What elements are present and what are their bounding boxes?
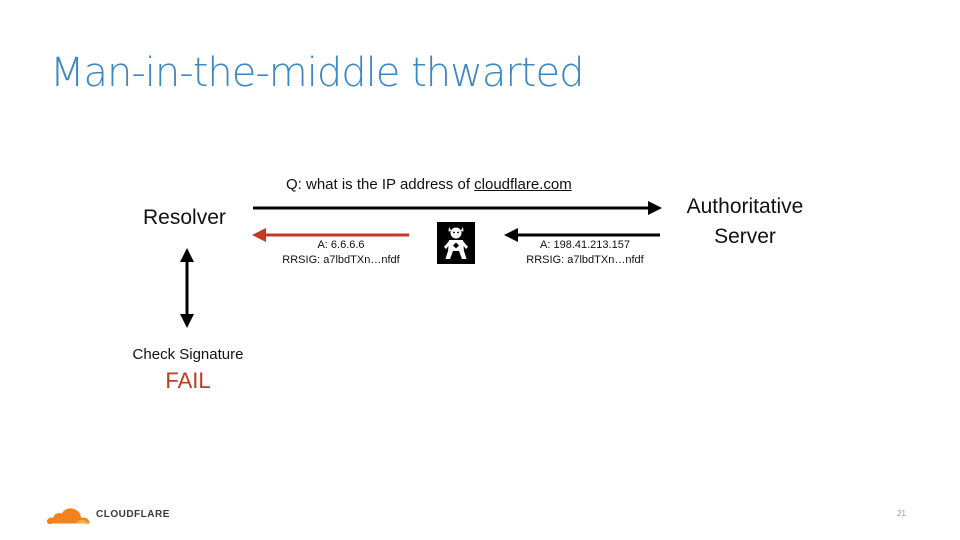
authoritative-response-label: A: 198.41.213.157 RRSIG: a7lbdTXn…nfdf [510, 238, 660, 268]
baby-attacker-icon [437, 222, 475, 264]
query-domain: cloudflare.com [474, 176, 572, 193]
authoritative-answer: A: 198.41.213.157 [540, 239, 630, 251]
slide-title: Man-in-the-middle thwarted [50, 50, 584, 96]
resolver-label: Resolver [143, 206, 226, 229]
query-prefix: Q: what is the IP address of [286, 176, 475, 193]
forged-response-arrow [252, 228, 409, 242]
query-label: Q: what is the IP address of cloudflare.… [286, 176, 572, 193]
page-number: 21 [897, 509, 906, 518]
check-signature-arrow [180, 248, 194, 328]
cloudflare-logo-text: CLOUDFLARE [96, 509, 170, 520]
forged-response-label: A: 6.6.6.6 RRSIG: a7lbdTXn…nfdf [268, 238, 414, 268]
authoritative-label-line1: Authoritative [686, 195, 804, 218]
authoritative-response-arrow [504, 228, 660, 242]
query-arrow [253, 201, 662, 215]
forged-signature: RRSIG: a7lbdTXn…nfdf [282, 254, 400, 266]
authoritative-label-line2: Server [714, 225, 776, 248]
authoritative-server-label: Authoritative Server [672, 192, 818, 252]
forged-answer: A: 6.6.6.6 [317, 239, 365, 251]
cloudflare-logo: CLOUDFLARE [46, 502, 186, 526]
fail-label: FAIL [165, 368, 211, 393]
cloud-logo-icon [46, 508, 90, 525]
authoritative-signature: RRSIG: a7lbdTXn…nfdf [526, 254, 644, 266]
check-signature-label: Check Signature [132, 346, 244, 363]
